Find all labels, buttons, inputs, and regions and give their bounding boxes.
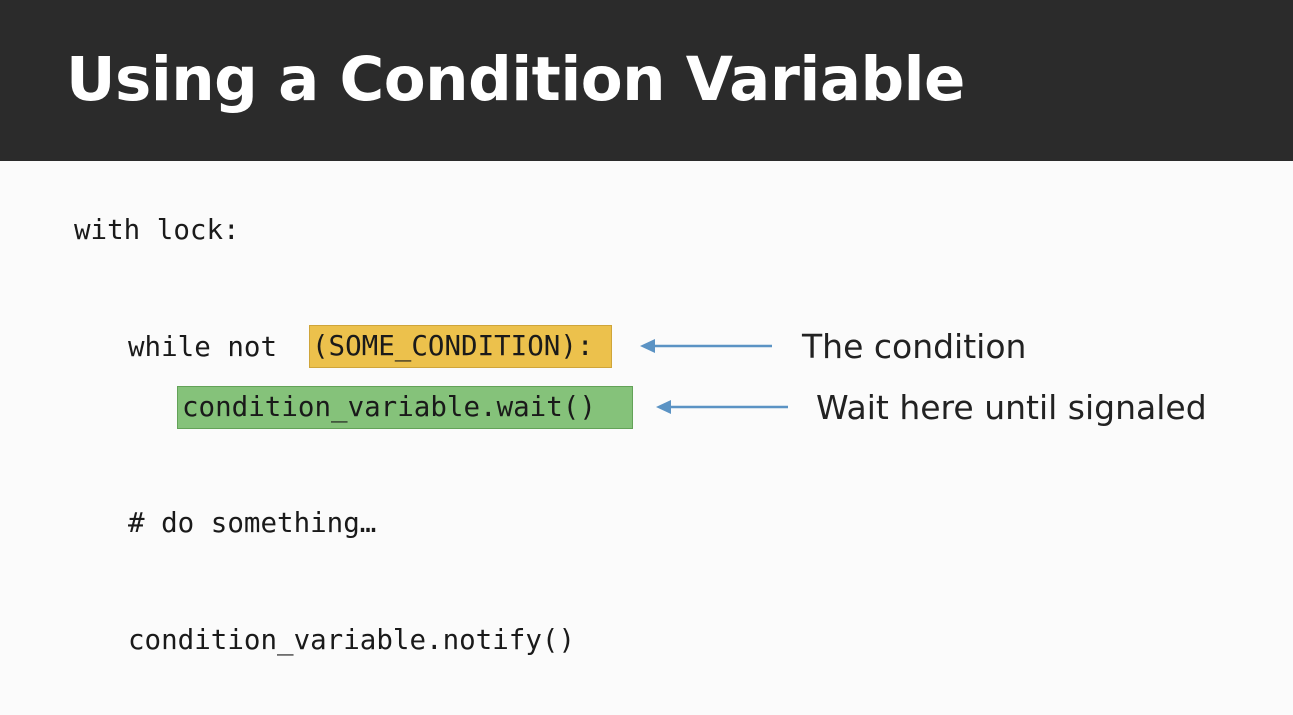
code-line-while-not: while not <box>128 331 294 363</box>
code-line-with-lock: with lock: <box>74 214 240 246</box>
condition-annotation: The condition <box>802 327 1027 366</box>
title-bar: Using a Condition Variable <box>0 0 1293 161</box>
wait-arrow-icon <box>656 400 788 414</box>
code-line-comment: # do something… <box>128 507 377 539</box>
condition-arrow-icon <box>640 339 772 353</box>
condition-highlight: (SOME_CONDITION): <box>309 325 612 368</box>
code-line-notify: condition_variable.notify() <box>128 624 576 656</box>
wait-call-highlight: condition_variable.wait() <box>177 386 633 429</box>
slide-title: Using a Condition Variable <box>66 44 965 115</box>
wait-annotation: Wait here until signaled <box>816 388 1207 427</box>
